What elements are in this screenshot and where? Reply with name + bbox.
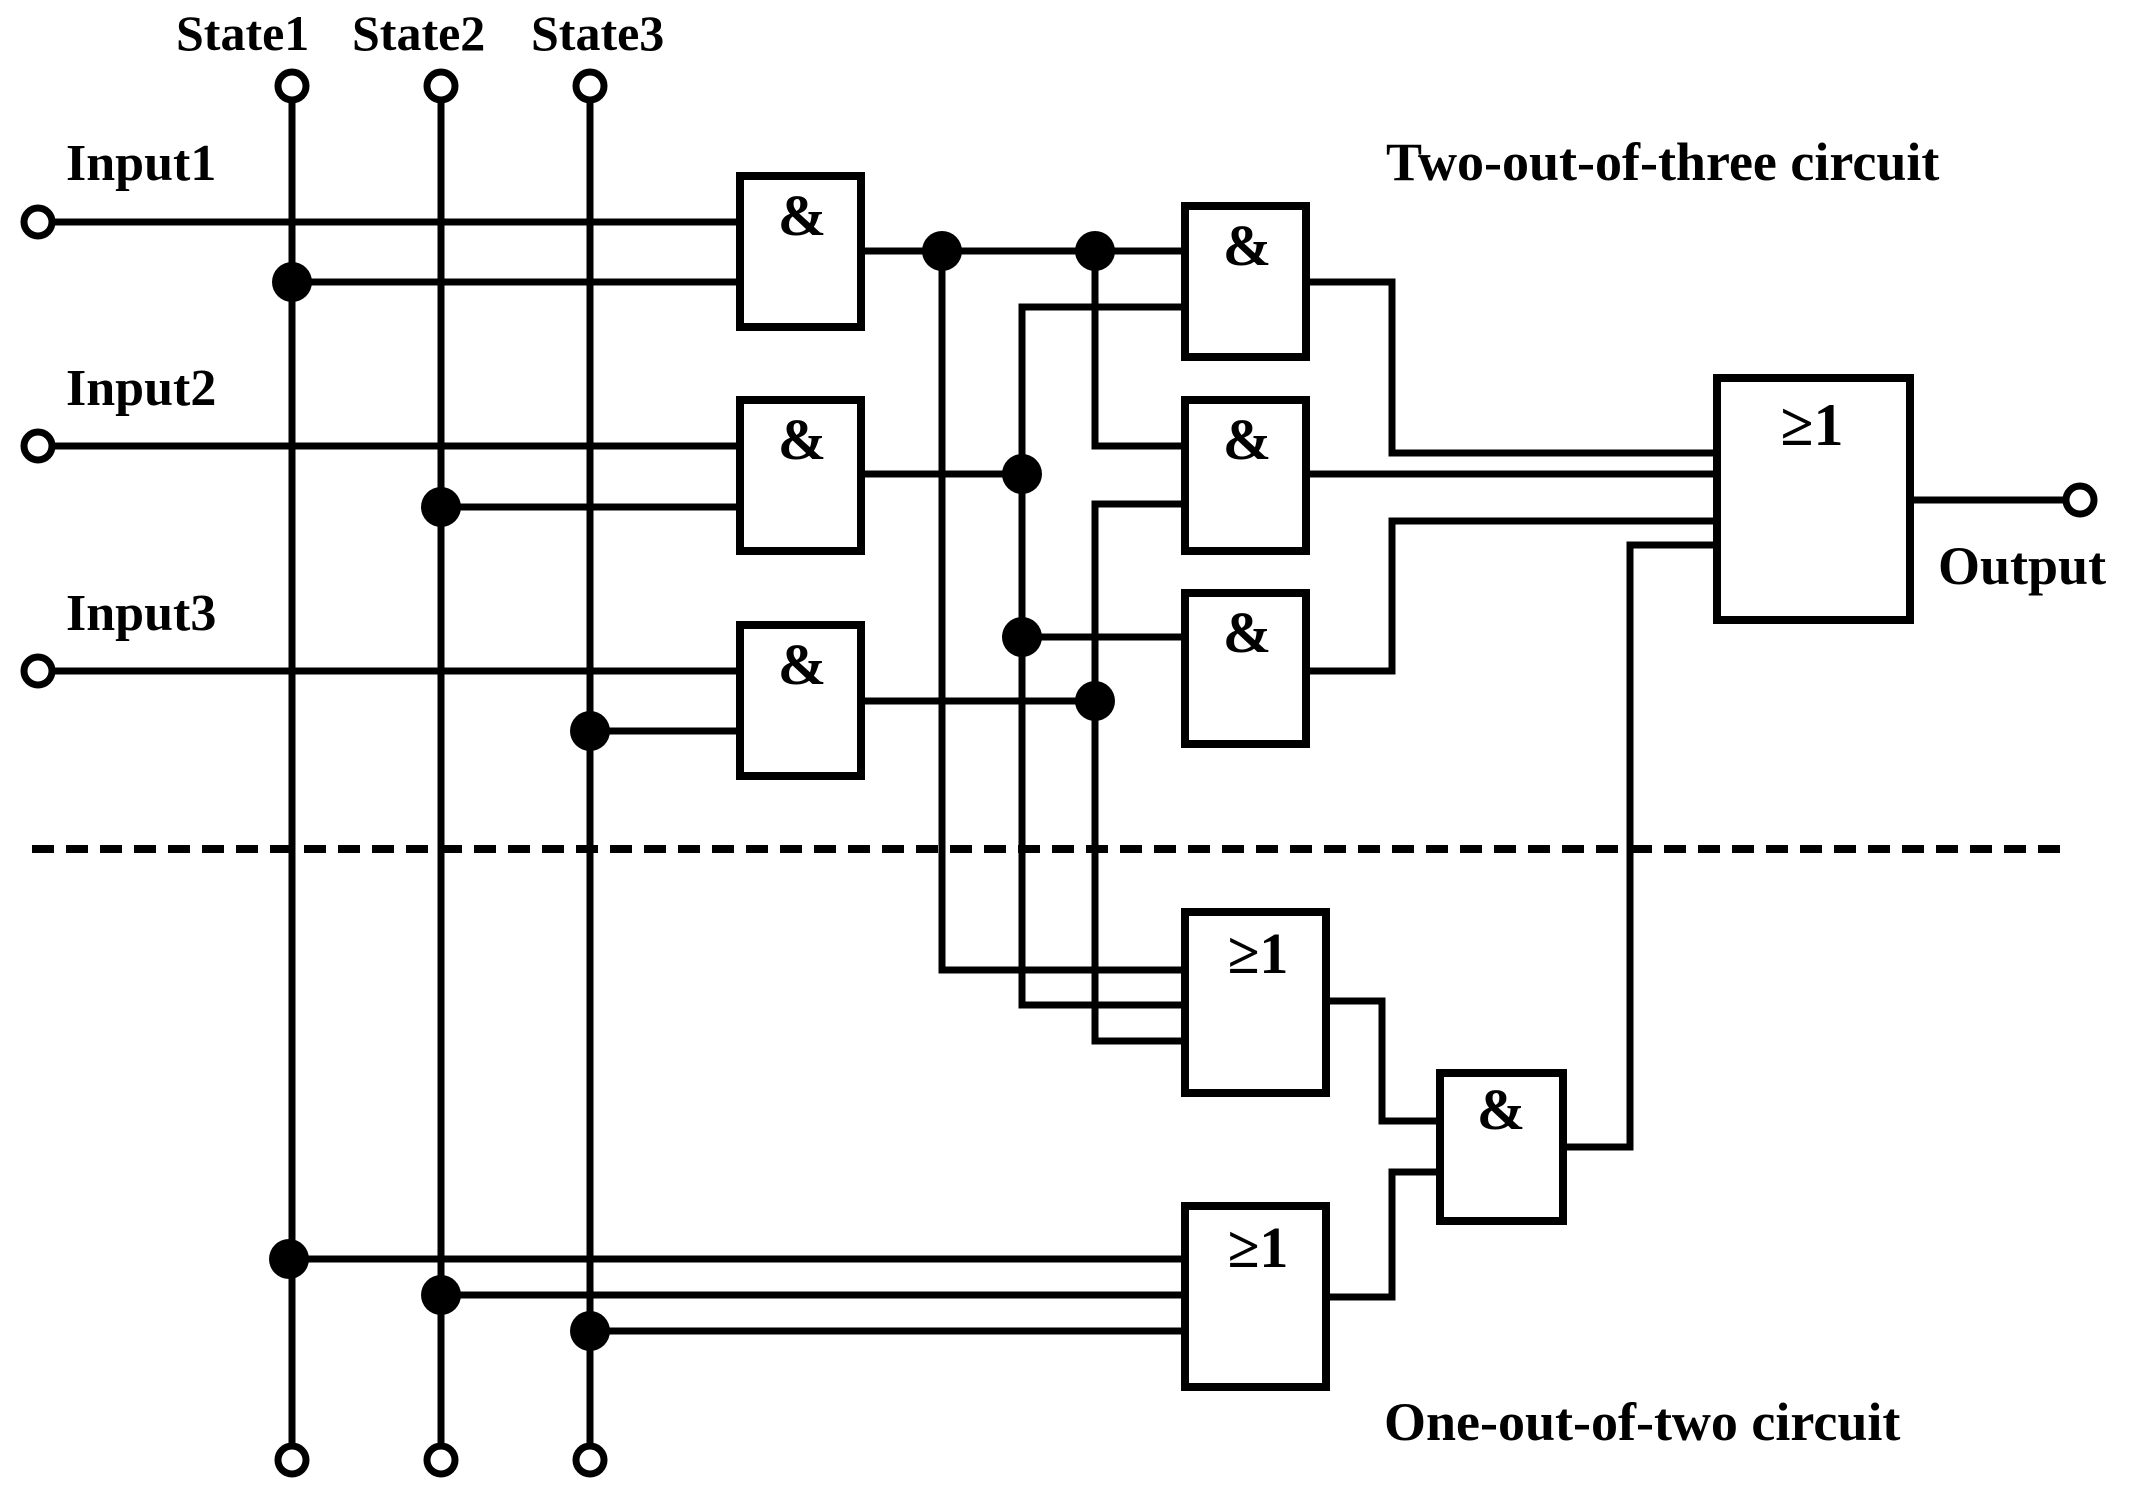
input2-label: Input2: [66, 360, 216, 417]
junction-dots: [269, 231, 1115, 1351]
state2-label: State2: [352, 5, 485, 61]
output-terminal: [2062, 482, 2098, 518]
or1-to-and7-wire: [1322, 997, 1444, 1125]
junction-dot: [269, 1239, 309, 1279]
and-gate-input1: &: [736, 172, 865, 331]
input3-label: Input3: [66, 585, 216, 642]
state3-bottom-terminal: [572, 1442, 608, 1478]
state2-top-terminal: [423, 68, 459, 104]
junction-dot: [570, 711, 610, 751]
gate-symbol: &: [1477, 1077, 1525, 1142]
a3-to-or1-wire: [1091, 500, 1189, 1045]
and-gate-pair13: &: [1181, 396, 1310, 555]
a2-to-or1-wire: [1018, 303, 1189, 1009]
gate-symbol: &: [778, 407, 826, 472]
input2-terminal: [20, 428, 56, 464]
gate-symbol: &: [1223, 407, 1271, 472]
gate-symbol: &: [778, 183, 826, 248]
output-label: Output: [1938, 536, 2106, 596]
input3-terminal: [20, 653, 56, 689]
gate-symbol: ≥1: [1228, 921, 1289, 986]
or-gate-inputs: ≥1: [1181, 908, 1330, 1097]
junction-dot: [1002, 454, 1042, 494]
input1-label: Input1: [66, 135, 216, 192]
state1-top-terminal: [274, 68, 310, 104]
or2-to-and7-wire: [1322, 1168, 1444, 1301]
a1-to-or1-wire: [938, 247, 1189, 974]
wires: [48, 96, 2080, 1452]
junction-dot: [570, 1311, 610, 1351]
or-gate-states: ≥1: [1181, 1202, 1330, 1391]
junction-dot: [421, 1275, 461, 1315]
junction-dot: [922, 231, 962, 271]
junction-dot: [421, 487, 461, 527]
two-of-three-title: Two-out-of-three circuit: [1386, 132, 1939, 192]
gate-symbol: &: [778, 632, 826, 697]
state1-label: State1: [176, 5, 309, 61]
and-gate-input3: &: [736, 621, 865, 780]
input1-terminal: [20, 204, 56, 240]
gate-symbol: ≥1: [1228, 1215, 1289, 1280]
and-gate-pair12: &: [1181, 202, 1310, 361]
junction-dot: [1075, 681, 1115, 721]
and-gate-pair23: &: [1181, 589, 1310, 748]
gates: & & & & & & ≥1 ≥1: [736, 172, 1914, 1391]
state3-label: State3: [531, 5, 664, 61]
labels: State1 State2 State3 Input1 Input2 Input…: [66, 5, 2106, 1452]
junction-dot: [1075, 231, 1115, 271]
one-of-two-title: One-out-of-two circuit: [1384, 1392, 1900, 1452]
or-gate-output: ≥1: [1713, 374, 1914, 624]
junction-dot: [272, 262, 312, 302]
junction-dot: [1002, 617, 1042, 657]
and6-out-wire: [1302, 517, 1721, 675]
and4-out-wire: [1302, 278, 1721, 457]
state3-top-terminal: [572, 68, 608, 104]
state2-bottom-terminal: [423, 1442, 459, 1478]
terminals: [20, 68, 2098, 1478]
gate-symbol: ≥1: [1781, 392, 1844, 458]
gate-symbol: &: [1223, 213, 1271, 278]
and-gate-input2: &: [736, 396, 865, 555]
and-gate-one-of-two: &: [1436, 1069, 1567, 1225]
a1-branch-wire: [1091, 247, 1189, 450]
state1-bottom-terminal: [274, 1442, 310, 1478]
gate-symbol: &: [1223, 600, 1271, 665]
